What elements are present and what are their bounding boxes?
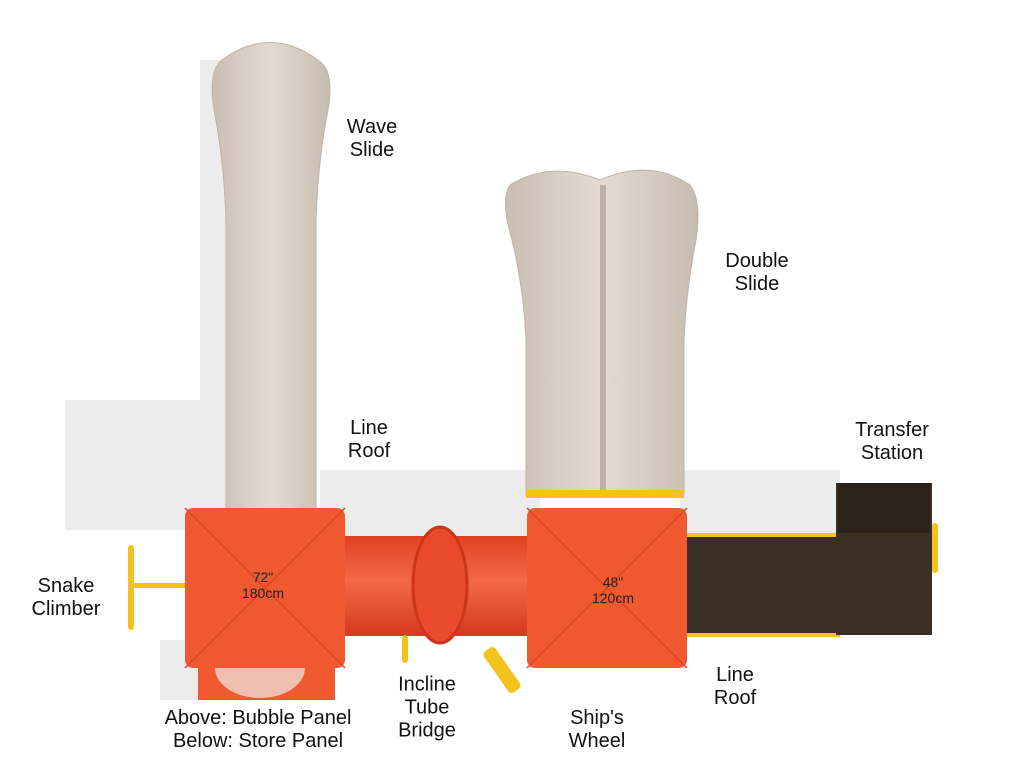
- label-line: Transfer: [855, 419, 929, 441]
- height-inches: 72": [252, 569, 274, 585]
- label-line: Wheel: [568, 730, 626, 752]
- height-inches: 48": [602, 574, 624, 590]
- label-line: Ship's: [570, 707, 624, 729]
- label-line: Wave: [346, 116, 398, 138]
- double-slide-rail: [526, 490, 684, 498]
- line-roof-right: [526, 507, 688, 669]
- snake-climber: [128, 545, 186, 630]
- label-line: Line: [350, 417, 388, 439]
- label-line: Roof: [713, 687, 757, 709]
- label-line: Bridge: [398, 719, 456, 742]
- label-line: Incline: [398, 673, 456, 696]
- transfer-station: [681, 483, 938, 637]
- label-line: Slide: [734, 273, 780, 295]
- left-deck-height: 72" 180cm: [242, 569, 284, 601]
- ships-wheel: [483, 647, 521, 693]
- height-cm: 180cm: [241, 585, 285, 601]
- label-line: Slide: [349, 139, 395, 161]
- label-line: Climber: [31, 598, 101, 620]
- height-cm: 120cm: [591, 590, 635, 606]
- right-deck-height: 48" 120cm: [592, 574, 634, 606]
- tube-handle: [402, 635, 408, 663]
- label-line: Above: Bubble Panel: [164, 707, 352, 729]
- label-line: Station: [860, 442, 924, 464]
- label-line: Double: [725, 250, 789, 272]
- label-line: Roof: [347, 440, 391, 462]
- label-line: Line: [716, 664, 754, 686]
- line-roof-left: [184, 507, 346, 669]
- label-line: Tube: [404, 696, 450, 719]
- label-line: Below: Store Panel: [172, 730, 344, 752]
- wave-slide: [211, 42, 331, 511]
- label-line: Snake: [37, 575, 95, 597]
- tube-ring: [411, 525, 469, 645]
